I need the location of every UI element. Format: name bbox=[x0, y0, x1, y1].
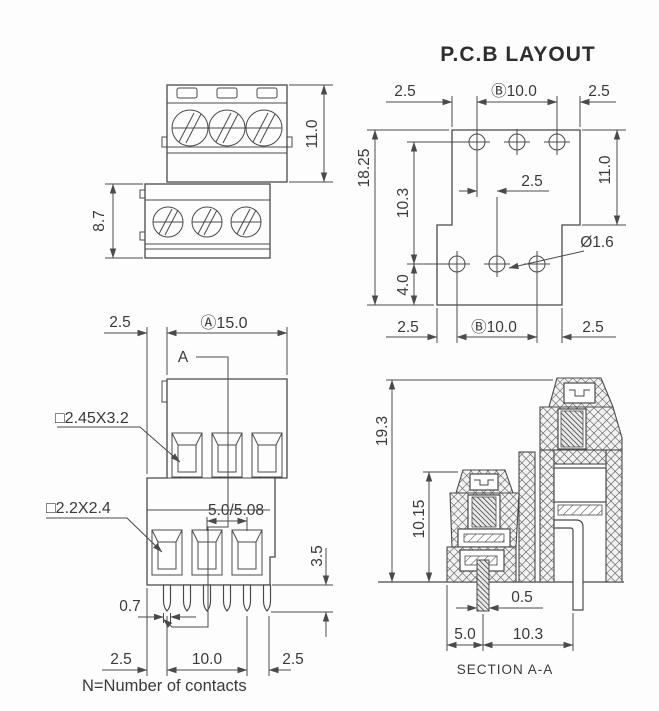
front-view: 11.0 8.7 bbox=[91, 84, 333, 259]
clamp-plate-hatch bbox=[463, 533, 505, 543]
dim-text-elevation-bottom-right: 2.5 bbox=[282, 651, 304, 668]
dim-pcb-right-height: 11.0 bbox=[582, 129, 626, 226]
dim-pcb-top-chain: 2.5 Ⓑ10.0 2.5 bbox=[386, 82, 616, 132]
dim-text-pcb-row-offset: 2.5 bbox=[521, 173, 543, 190]
upper-wire-opening bbox=[251, 432, 283, 478]
section-caption: SECTION A-A bbox=[457, 662, 554, 677]
dim-text-pcb-bottom-center: Ⓑ10.0 bbox=[471, 318, 517, 336]
screw-shank-hatch bbox=[471, 496, 497, 528]
section-left-pin bbox=[476, 559, 490, 612]
dim-text-pcb-right-height: 11.0 bbox=[597, 155, 614, 184]
vent-slot bbox=[256, 87, 278, 99]
section-left-unit bbox=[446, 469, 520, 612]
upper-wire-opening bbox=[211, 432, 243, 478]
dim-text-pcb-bottom-right: 2.5 bbox=[582, 319, 604, 336]
dim-text-section-bottom-right: 10.3 bbox=[513, 626, 543, 643]
vent-slot bbox=[216, 87, 238, 99]
clamp-plate-hatch bbox=[557, 504, 603, 516]
label-lower-opening: □2.2X2.4 bbox=[46, 500, 163, 553]
lower-wire-opening bbox=[191, 529, 223, 576]
screw-head bbox=[230, 206, 262, 238]
dim-elevation-top-chain: 2.5 Ⓐ15.0 bbox=[104, 314, 288, 474]
dim-pitch: 5.0/5.08 bbox=[206, 502, 264, 531]
dim-text-pin-width: 0.7 bbox=[119, 598, 141, 615]
screw-head bbox=[171, 109, 209, 147]
dim-text-section-lower-height: 10.15 bbox=[411, 500, 428, 539]
dim-front-lower-height: 8.7 bbox=[91, 183, 143, 259]
dim-text-front-upper-height: 11.0 bbox=[304, 119, 321, 148]
vent-slot bbox=[176, 87, 198, 99]
dim-text-section-total-height: 19.3 bbox=[374, 416, 391, 446]
dim-text-pcb-top-left: 2.5 bbox=[394, 83, 416, 100]
label-text-lower-opening: □2.2X2.4 bbox=[46, 500, 111, 517]
dim-front-upper-height: 11.0 bbox=[289, 84, 333, 183]
label-upper-opening: □2.45X3.2 bbox=[55, 410, 181, 463]
dim-text-pcb-row-spacing: 10.3 bbox=[395, 188, 412, 218]
contacts-note: N=Number of contacts bbox=[82, 677, 247, 695]
dim-text-section-bottom-left: 5.0 bbox=[454, 626, 476, 643]
section-right-pin bbox=[553, 519, 584, 611]
dim-text-pitch: 5.0/5.08 bbox=[208, 502, 264, 519]
dim-pcb-bottom-margin: 4.0 bbox=[395, 263, 418, 306]
screw-head bbox=[152, 206, 184, 238]
dim-text-elevation-top-width: Ⓐ15.0 bbox=[200, 314, 247, 332]
dim-elevation-bottom-chain: 2.5 10.0 2.5 bbox=[102, 588, 304, 676]
label-text-upper-opening: □2.45X3.2 bbox=[55, 410, 129, 427]
dim-text-front-lower-height: 8.7 bbox=[91, 210, 108, 232]
dim-text-pcb-hole-diameter: Ø1.6 bbox=[580, 234, 614, 251]
lower-wire-opening bbox=[231, 529, 263, 576]
section-cutting-line: A bbox=[162, 349, 229, 628]
dim-pin-length: 3.5 bbox=[271, 545, 333, 637]
front-upper-block-outline bbox=[166, 84, 288, 183]
screw-head bbox=[208, 109, 246, 147]
dim-text-elevation-bottom-left: 2.5 bbox=[110, 651, 132, 668]
lower-wire-opening bbox=[151, 529, 183, 576]
pcb-holes-top-row bbox=[464, 129, 570, 155]
dim-text-pcb-bottom-left: 2.5 bbox=[397, 319, 419, 336]
dim-text-pcb-left-total: 18.25 bbox=[356, 149, 373, 188]
dim-pcb-row-offset: 2.5 bbox=[459, 152, 549, 254]
dim-text-pcb-bottom-margin: 4.0 bbox=[395, 274, 412, 296]
screw-head bbox=[245, 109, 283, 147]
pcb-layout-view: P.C.B LAYOUT 2.5 Ⓑ10.0 2.5 bbox=[356, 43, 626, 343]
dim-text-elevation-top-offset: 2.5 bbox=[109, 314, 131, 331]
elevation-view: A 2.5 Ⓐ15.0 □2.45X3.2 □2.2X2.4 5.0/5.08 bbox=[46, 314, 333, 695]
section-view: 19.3 10.15 0.5 5.0 10.3 SECTION A-A bbox=[374, 377, 624, 677]
dim-text-section-pin-thickness: 0.5 bbox=[511, 589, 533, 606]
pcb-outline bbox=[436, 129, 581, 306]
dim-text-pin-length: 3.5 bbox=[309, 545, 326, 567]
front-lower-block-outline bbox=[144, 183, 271, 259]
dim-pcb-row-spacing: 10.3 bbox=[395, 141, 466, 265]
screw-head bbox=[191, 206, 223, 238]
dim-section-pin-thickness: 0.5 bbox=[456, 589, 543, 612]
dim-text-pcb-top-center: Ⓑ10.0 bbox=[491, 82, 537, 100]
dim-text-elevation-bottom-center: 10.0 bbox=[192, 651, 223, 668]
dim-pcb-left-total: 18.25 bbox=[356, 129, 449, 306]
section-partition-wall bbox=[518, 451, 536, 583]
section-right-unit bbox=[539, 377, 623, 611]
screw-shank-hatch bbox=[560, 410, 584, 448]
pcb-holes-bottom-row bbox=[444, 251, 550, 277]
dim-section-lower-height: 10.15 bbox=[411, 471, 458, 583]
dim-section-bottom-chain: 5.0 10.3 bbox=[446, 585, 574, 651]
pcb-layout-title: P.C.B LAYOUT bbox=[440, 43, 596, 66]
dim-text-pcb-top-right: 2.5 bbox=[588, 83, 610, 100]
dim-pcb-bottom-chain: 2.5 Ⓑ10.0 2.5 bbox=[386, 274, 616, 343]
dim-section-total-height: 19.3 bbox=[374, 379, 553, 583]
dim-pin-width: 0.7 bbox=[119, 598, 196, 623]
section-marker-label: A bbox=[178, 349, 189, 366]
upper-wire-opening bbox=[171, 432, 203, 478]
dim-pcb-hole-diameter: Ø1.6 bbox=[508, 234, 614, 270]
elevation-outline bbox=[146, 378, 288, 586]
solder-pins bbox=[162, 584, 272, 612]
